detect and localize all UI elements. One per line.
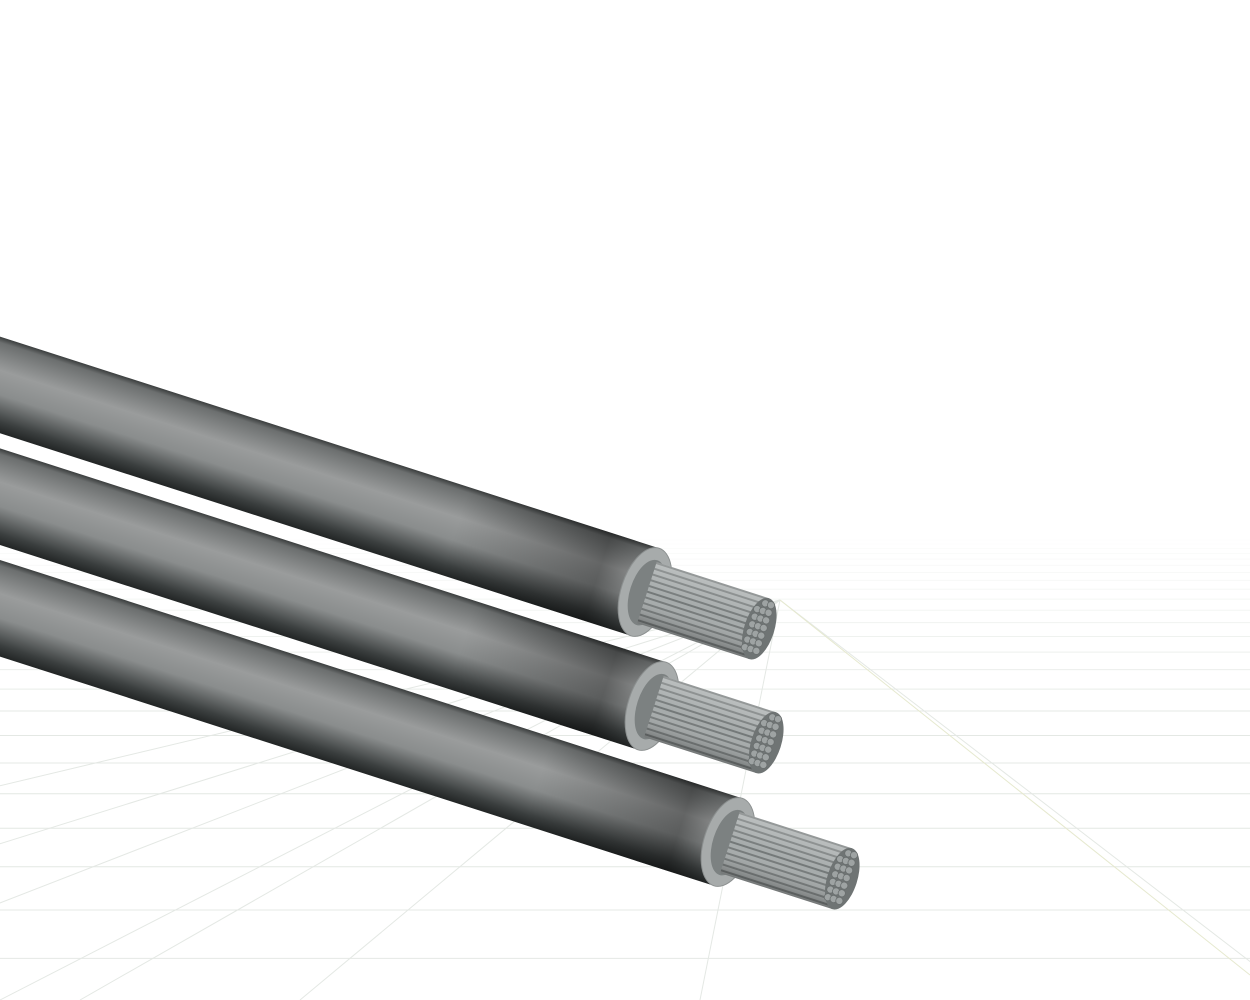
grid-perspective-line [779,599,1250,963]
cable-shading [0,242,660,636]
cable-shading [0,356,667,750]
strand-end [762,616,771,625]
strand-end [774,715,783,724]
strand-end [759,624,768,633]
strand-end [835,896,844,905]
strand-end [840,881,849,890]
strand-end [752,646,761,655]
strand-end [761,753,770,762]
strand-end [769,730,778,739]
strand-end [754,639,763,648]
strand-end [764,745,773,754]
cable-shading [0,492,743,886]
strand-end [837,889,846,898]
strand-end [757,631,766,640]
cable-3 [0,492,860,910]
conductor-shading [637,562,770,660]
strand-end [767,601,776,610]
cables [0,242,860,910]
cable-1 [0,242,777,660]
strand-end [842,874,851,883]
strand-end [759,760,768,769]
grid-axis-line [779,599,1250,976]
conductor-shading [720,812,853,910]
strand-end [845,866,854,875]
strand-end [766,738,775,747]
strand-end [764,608,773,617]
strand-end [771,722,780,731]
strand-end [850,851,859,860]
conductor-shading [644,676,777,774]
cable-2 [0,356,784,774]
strand-end [847,858,856,867]
